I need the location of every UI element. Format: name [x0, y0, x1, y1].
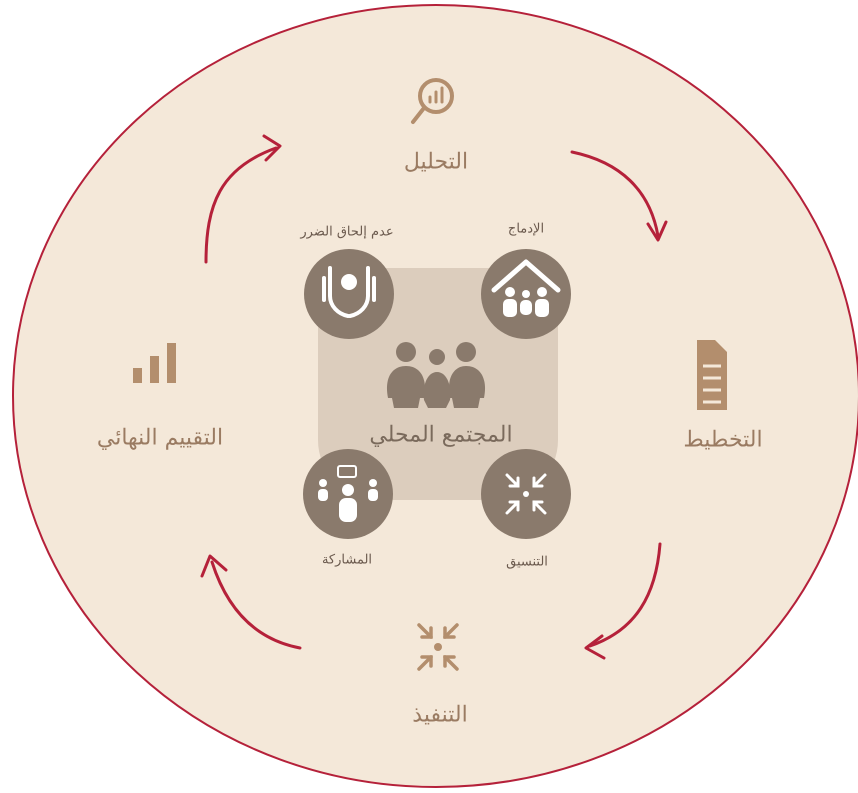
- magnifier-chart-icon: [411, 78, 454, 124]
- center-label: المجتمع المحلي: [369, 422, 513, 448]
- group-discussion-icon: [318, 465, 378, 522]
- arrow-analysis-to-planning: [570, 150, 660, 238]
- arrow-planning-to-implementation: [588, 542, 662, 648]
- converge-arrows-icon: [417, 623, 459, 671]
- principle-label-participation: المشاركة: [321, 552, 373, 568]
- community-people-icon: [386, 342, 486, 408]
- cycle-arrows: [204, 146, 662, 650]
- stage-label-analysis: التحليل: [403, 149, 469, 175]
- stage-label-final-evaluation: التقييم النهائي: [96, 425, 224, 451]
- principle-label-coordination: التنسيق: [506, 554, 548, 570]
- bar-chart-icon: [133, 343, 176, 383]
- principle-circle-coordination: [481, 449, 571, 539]
- arrow-head-analysis: [262, 134, 282, 162]
- principle-label-do-no-harm: عدم إلحاق الضرر: [300, 224, 394, 240]
- principle-circle-do-no-harm: [304, 249, 394, 339]
- principle-label-inclusion: الإدماج: [507, 221, 545, 237]
- principle-circle-participation: [303, 449, 393, 539]
- document-icon: [697, 340, 727, 410]
- arrow-implementation-to-evaluation: [210, 560, 302, 650]
- hands-protect-icon: [322, 266, 376, 318]
- arrow-head-evaluation: [200, 554, 228, 578]
- house-family-icon: [491, 259, 561, 317]
- stage-label-implementation: التنفيذ: [412, 702, 468, 728]
- converge-arrows-icon: [505, 473, 547, 515]
- arrow-heads: [200, 134, 668, 660]
- stage-label-planning: التخطيط: [683, 427, 763, 453]
- principle-circle-inclusion: [481, 249, 571, 339]
- arrow-head-planning: [646, 220, 668, 242]
- arrow-evaluation-to-analysis: [204, 146, 278, 264]
- arrow-head-implementation: [584, 634, 606, 660]
